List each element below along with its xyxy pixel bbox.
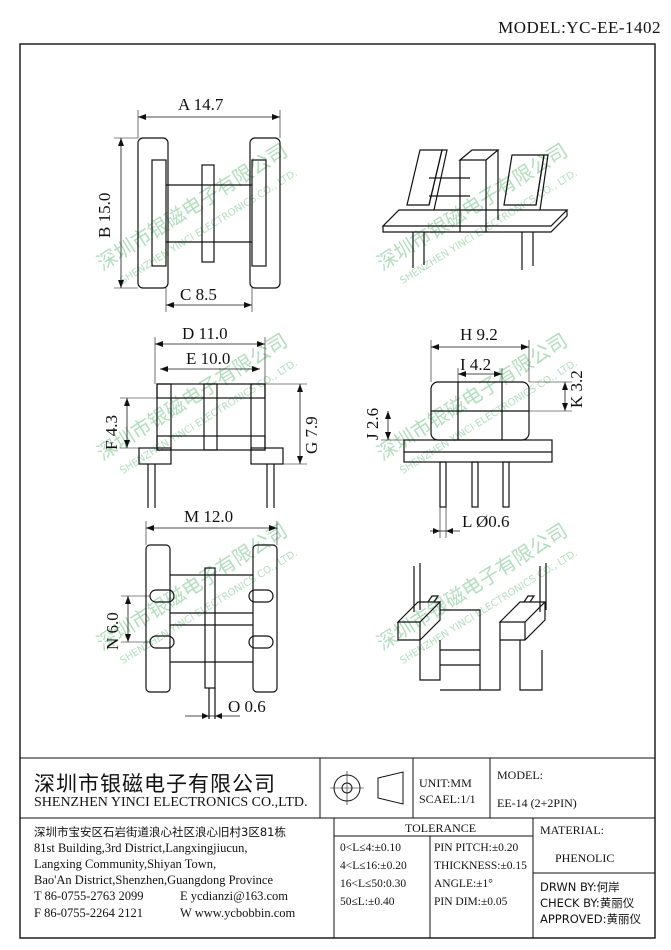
dim-label-i: I 4.2 xyxy=(460,355,491,374)
dim-label-o: O 0.6 xyxy=(228,697,266,716)
pin-spec-row: PIN PITCH:±0.20 xyxy=(434,842,519,854)
tolerance-row: 4<L≤16:±0.20 xyxy=(340,860,407,872)
dim-label-k: K 3.2 xyxy=(567,370,586,408)
watermark-zh: 深圳市银磁电子有限公司 xyxy=(372,518,571,655)
front-view xyxy=(120,337,307,508)
watermark-zh: 深圳市银磁电子有限公司 xyxy=(92,138,291,275)
tolerance-row: 0<L≤4:±0.10 xyxy=(340,842,401,854)
watermark-zh: 深圳市银磁电子有限公司 xyxy=(372,328,571,465)
dim-label-b: B 15.0 xyxy=(95,193,114,238)
phone-number: T 86-0755-2763 2099 xyxy=(34,889,144,903)
dim-label-a: A 14.7 xyxy=(178,95,224,114)
address-line: 深圳市宝安区石岩街道浪心社区浪心旧村3区81栋 xyxy=(34,825,286,839)
watermark-zh: 深圳市银磁电子有限公司 xyxy=(92,518,291,655)
website: W www.ycbobbin.com xyxy=(180,906,296,920)
dim-label-g: G 7.9 xyxy=(302,416,321,454)
checked-by: CHECK BY:黄丽仪 xyxy=(540,896,635,910)
dim-label-h: H 9.2 xyxy=(460,325,498,344)
email-address: E ycdianzi@163.com xyxy=(180,889,289,903)
pin-spec-row: PIN DIM:±0.05 xyxy=(434,896,508,908)
address-line: Langxing Community,Shiyan Town, xyxy=(34,857,217,871)
model-tag: MODEL:YC-EE-1402 xyxy=(498,18,661,37)
dim-label-n: N 6.0 xyxy=(103,612,122,650)
tolerance-row: 16<L≤50:0.30 xyxy=(340,878,407,890)
drawing-frame xyxy=(19,43,656,939)
drawn-by: DRWN BY:何岸 xyxy=(540,880,620,894)
side-view xyxy=(381,340,572,538)
scale-label: SCAEL:1/1 xyxy=(419,792,476,806)
fax-number: F 86-0755-2264 2121 xyxy=(34,906,144,920)
title-block xyxy=(20,757,655,938)
model-label: MODEL: xyxy=(497,768,543,782)
top-view xyxy=(114,110,281,312)
pin-spec-row: THICKNESS:±0.15 xyxy=(434,860,527,872)
approved-by: APPROVED:黄丽仪 xyxy=(540,912,641,926)
tolerance-label: TOLERANCE xyxy=(405,821,477,835)
company-name-en: SHENZHEN YINCI ELECTRONICS CO.,LTD. xyxy=(34,795,308,810)
dim-label-e: E 10.0 xyxy=(186,349,230,368)
isometric-view-bottom xyxy=(396,563,547,691)
watermark-zh: 深圳市银磁电子有限公司 xyxy=(372,138,571,275)
dim-label-c: C 8.5 xyxy=(180,285,217,304)
pin-spec-row: ANGLE:±1° xyxy=(434,878,493,890)
address-line: Bao'An District,Shenzhen,Guangdong Provi… xyxy=(34,873,274,887)
dim-label-d: D 11.0 xyxy=(182,324,228,343)
dim-label-l: L Ø0.6 xyxy=(462,512,510,531)
address-line: 81st Building,3rd District,Langxingjiucu… xyxy=(34,841,248,855)
unit-label: UNIT:MM xyxy=(419,776,472,790)
dim-label-j: J 2.6 xyxy=(363,408,382,440)
bottom-view xyxy=(121,521,278,719)
dim-label-f: F 4.3 xyxy=(102,415,121,450)
dim-label-m: M 12.0 xyxy=(184,507,233,526)
company-name-zh: 深圳市银磁电子有限公司 xyxy=(34,772,276,796)
isometric-view-top xyxy=(381,149,569,270)
material-value: PHENOLIC xyxy=(555,851,615,865)
dimension-labels: A 14.7 B 15.0 C 8.5 D 11.0 E 10.0 F 4.3 … xyxy=(95,95,586,716)
tolerance-row: 50≤L:±0.40 xyxy=(340,896,395,908)
material-label: MATERIAL: xyxy=(540,823,604,837)
model-value: EE-14 (2+2PIN) xyxy=(497,796,577,810)
